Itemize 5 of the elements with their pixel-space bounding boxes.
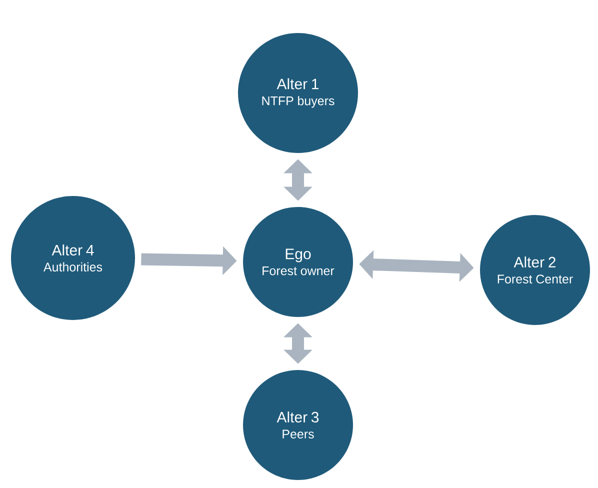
circle-node: Alter 1 NTFP buyers (238, 33, 358, 153)
circle-node: Alter 2 Forest Center (480, 215, 590, 325)
circle-node: Alter 3 Peers (243, 370, 353, 480)
circle-node: Alter 4 Authorities (11, 196, 135, 320)
circle-node: Ego Forest owner (243, 207, 353, 317)
